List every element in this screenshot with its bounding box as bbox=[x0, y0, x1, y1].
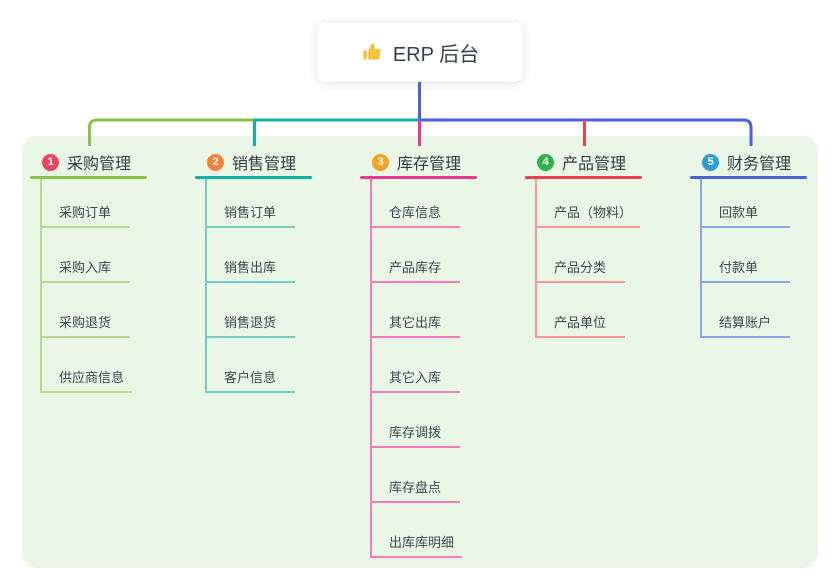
node-item[interactable]: 产品（物料） bbox=[537, 179, 641, 228]
branch-label: 产品管理 bbox=[562, 156, 627, 173]
node-item[interactable]: 库存盘点 bbox=[372, 448, 460, 503]
branch-number-badge: 5 bbox=[702, 153, 719, 171]
node-item[interactable]: 出库库明细 bbox=[372, 503, 463, 558]
branch-header[interactable]: 4 产品管理 bbox=[525, 148, 643, 176]
branch-underline bbox=[195, 176, 312, 179]
branch-product-management[interactable]: 4 产品管理 产品（物料） 产品分类 产品单位 bbox=[525, 148, 643, 338]
branch-items: 产品（物料） 产品分类 产品单位 bbox=[535, 179, 643, 338]
node-item[interactable]: 客户信息 bbox=[207, 338, 295, 393]
node-item[interactable]: 产品单位 bbox=[537, 283, 625, 338]
branch-header[interactable]: 3 库存管理 bbox=[360, 148, 478, 176]
branch-number-badge: 1 bbox=[42, 153, 59, 171]
branch-underline bbox=[525, 176, 642, 179]
branch-header[interactable]: 2 销售管理 bbox=[195, 148, 313, 176]
branch-purchase-management[interactable]: 1 采购管理 采购订单 采购入库 采购退货 供应商信息 bbox=[30, 148, 148, 393]
thumbs-up-icon bbox=[361, 41, 383, 63]
branch-number-badge: 4 bbox=[537, 153, 554, 171]
branch-underline bbox=[690, 176, 807, 179]
branch-items: 销售订单 销售出库 销售退货 客户信息 bbox=[205, 179, 313, 393]
node-item[interactable]: 销售出库 bbox=[207, 228, 295, 283]
node-item[interactable]: 结算账户 bbox=[702, 283, 790, 338]
node-item[interactable]: 采购入库 bbox=[42, 228, 130, 283]
node-item[interactable]: 付款单 bbox=[702, 228, 790, 283]
root-node[interactable]: ERP 后台 bbox=[317, 22, 523, 82]
branch-finance-management[interactable]: 5 财务管理 回款单 付款单 结算账户 bbox=[690, 148, 808, 338]
branch-sales-management[interactable]: 2 销售管理 销售订单 销售出库 销售退货 客户信息 bbox=[195, 148, 313, 393]
branch-header[interactable]: 5 财务管理 bbox=[690, 148, 808, 176]
node-item[interactable]: 采购订单 bbox=[42, 179, 130, 228]
node-item[interactable]: 回款单 bbox=[702, 179, 790, 228]
node-item[interactable]: 产品分类 bbox=[537, 228, 625, 283]
node-item[interactable]: 其它出库 bbox=[372, 283, 460, 338]
node-item[interactable]: 产品库存 bbox=[372, 228, 460, 283]
node-item[interactable]: 销售订单 bbox=[207, 179, 295, 228]
branches-background-panel bbox=[22, 136, 818, 568]
node-item[interactable]: 供应商信息 bbox=[42, 338, 133, 393]
branch-header[interactable]: 1 采购管理 bbox=[30, 148, 148, 176]
node-item[interactable]: 采购退货 bbox=[42, 283, 130, 338]
branch-underline bbox=[360, 176, 477, 179]
branch-items: 回款单 付款单 结算账户 bbox=[700, 179, 808, 338]
branch-items: 仓库信息 产品库存 其它出库 其它入库 库存调拨 库存盘点 出库库明细 bbox=[370, 179, 478, 558]
node-item[interactable]: 仓库信息 bbox=[372, 179, 460, 228]
node-item[interactable]: 其它入库 bbox=[372, 338, 460, 393]
branch-inventory-management[interactable]: 3 库存管理 仓库信息 产品库存 其它出库 其它入库 库存调拨 库存盘点 出库库… bbox=[360, 148, 478, 558]
node-item[interactable]: 库存调拨 bbox=[372, 393, 460, 448]
branch-number-badge: 3 bbox=[372, 153, 389, 171]
branch-label: 财务管理 bbox=[727, 156, 792, 173]
branch-label: 库存管理 bbox=[397, 156, 462, 173]
node-item[interactable]: 销售退货 bbox=[207, 283, 295, 338]
branch-items: 采购订单 采购入库 采购退货 供应商信息 bbox=[40, 179, 148, 393]
branch-label: 采购管理 bbox=[67, 156, 132, 173]
branch-number-badge: 2 bbox=[207, 153, 224, 171]
branch-underline bbox=[30, 176, 147, 179]
branch-label: 销售管理 bbox=[232, 156, 297, 173]
root-title: ERP 后台 bbox=[392, 43, 480, 66]
